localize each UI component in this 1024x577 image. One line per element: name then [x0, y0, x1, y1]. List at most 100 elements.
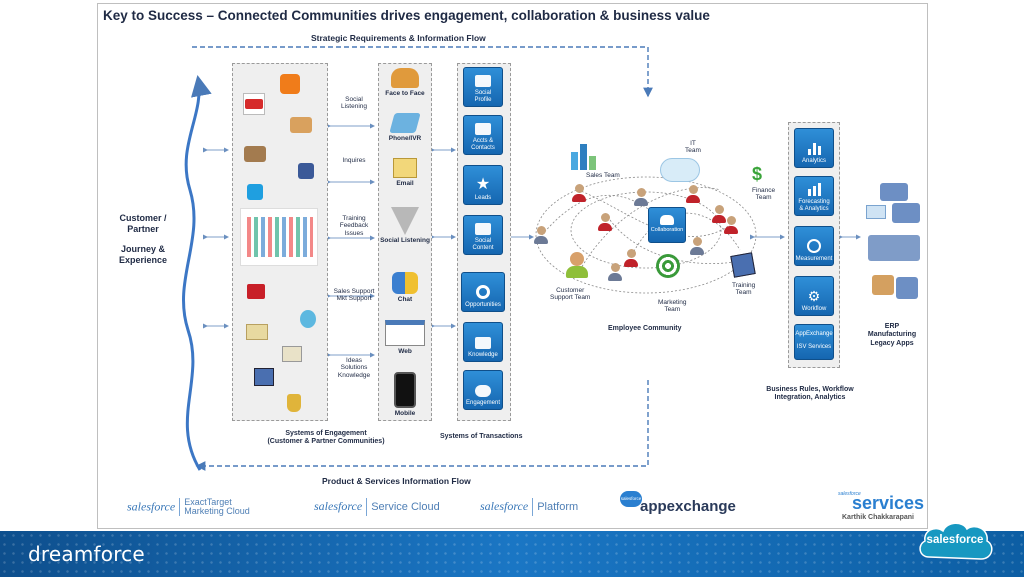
channel-label: Email: [396, 180, 414, 187]
sales-team-label: Sales Team: [586, 172, 620, 179]
browser-icon: [385, 320, 425, 346]
channels-panel: [378, 63, 432, 421]
strategic-flow-label: Strategic Requirements & Information Flo…: [311, 33, 486, 43]
tile-label: Collaboration: [650, 227, 684, 233]
interaction-label-line: Social: [345, 96, 363, 103]
employee-community-label: Employee Community: [608, 325, 682, 332]
channel-label: Mobile: [394, 410, 416, 417]
author-credit: Karthik Chakkarapani: [842, 514, 914, 521]
channel-label: Face to Face: [385, 90, 425, 97]
channel-web: Web: [380, 320, 430, 355]
interaction-label: Social Listening: [333, 96, 375, 111]
collaboration-tile[interactable]: Collaboration: [648, 207, 686, 243]
footer-pattern: [0, 531, 1024, 577]
erp-label-line: ERP: [884, 323, 900, 330]
engagement-label-line: (Customer & Partner Communities): [267, 438, 385, 446]
tile-label: Workflow: [801, 305, 827, 312]
email-icon: [393, 158, 417, 178]
logo-brand: salesforce: [127, 499, 176, 514]
team-label-line: Marketing: [658, 299, 687, 306]
channel-chat: Chat: [380, 272, 430, 303]
speech-bubble-icon: [475, 384, 491, 397]
interaction-label-line: Feedback: [339, 222, 369, 230]
person-node: [572, 184, 586, 202]
twitter-icon: [247, 184, 263, 200]
person-node: [634, 188, 648, 206]
team-label-line: IT: [690, 140, 696, 147]
tile-label: Contacts: [471, 144, 495, 151]
star-icon: ★: [475, 175, 491, 193]
support-agent-icon: [566, 252, 588, 278]
face-to-face-icon: [391, 68, 419, 88]
book-icon: [475, 336, 491, 349]
interaction-label-line: Knowledge: [337, 371, 371, 379]
tile-label: Profile: [474, 96, 492, 103]
tile-label: Forecasting: [798, 199, 830, 206]
logo-text: ExactTarget: [184, 497, 232, 507]
tile-label: Opportunities: [465, 301, 501, 308]
profile-icon: [475, 75, 491, 88]
person-node: [690, 237, 704, 255]
tile-label: Analytics: [801, 157, 826, 164]
cloud-shape: [919, 522, 993, 560]
dollar-icon: $: [752, 164, 763, 184]
tile-label: ISV Services: [796, 343, 832, 350]
calculator-icon: [254, 368, 274, 386]
tile-label: Social: [474, 238, 492, 245]
tile-opportunities[interactable]: Opportunities: [461, 272, 505, 312]
tile-forecasting[interactable]: Forecasting & Analytics: [794, 176, 834, 216]
interaction-label-line: Listening: [340, 103, 368, 111]
engagement-label-line: Systems of Engagement: [285, 430, 367, 437]
customer-journey-label: Customer / Partner Journey & Experience: [108, 213, 178, 266]
channel-phone: Phone/IVR: [380, 113, 430, 142]
interaction-label: Inquires: [333, 157, 375, 164]
customer-label-line: Partner: [127, 224, 159, 235]
tile-leads[interactable]: ★ Leads: [463, 165, 503, 205]
tile-appexchange[interactable]: AppExchange ISV Services: [794, 324, 834, 360]
funnel-icon: [391, 207, 419, 235]
customer-label-line: Journey &: [120, 243, 165, 254]
support-team-label: Customer Support Team: [550, 287, 590, 302]
channel-label: Social Listening: [380, 237, 430, 244]
gauge-icon: [807, 238, 821, 253]
community-people-graphic: [240, 208, 318, 266]
tile-label: & Analytics: [799, 205, 829, 212]
notebook-icon: [246, 324, 268, 340]
tile-accts-contacts[interactable]: Accts & Contacts: [463, 115, 503, 155]
business-label-line: Integration, Analytics: [774, 394, 846, 402]
channel-social-listening: Social Listening: [380, 207, 430, 244]
finance-team-label: Finance Team: [752, 187, 775, 202]
business-rules-label: Business Rules, Workflow Integration, An…: [752, 386, 868, 403]
team-label-line: Customer: [556, 287, 585, 294]
group-icon: [244, 146, 266, 162]
person-node: [598, 213, 612, 231]
erp-graphic: [866, 183, 924, 311]
logo-text: Service Cloud: [371, 500, 440, 513]
tile-social-profile[interactable]: Social Profile: [463, 67, 503, 107]
tile-analytics[interactable]: Analytics: [794, 128, 834, 168]
dreamforce-logo: dreamforce: [28, 542, 145, 566]
trophy-icon: [287, 394, 301, 412]
tile-social-content[interactable]: Social Content: [463, 215, 503, 255]
tile-engagement[interactable]: Engagement: [463, 370, 503, 410]
contacts-icon: [475, 123, 491, 136]
team-label-line: Finance: [752, 187, 776, 194]
analytics-icon: [806, 142, 822, 155]
tile-measurement[interactable]: Measurement: [794, 226, 834, 266]
rss-icon: [280, 74, 300, 94]
interaction-label-line: Solutions: [340, 364, 368, 372]
tile-label: Content: [472, 244, 494, 251]
chat-icon: [392, 272, 418, 294]
youtube-icon: [243, 93, 265, 115]
channel-mobile: Mobile: [380, 372, 430, 417]
person-node: [608, 263, 622, 281]
cloud-badge-icon: salesforce: [620, 491, 642, 507]
interaction-label-line: Issues: [344, 229, 364, 237]
logo-text: services: [852, 493, 925, 513]
tile-workflow[interactable]: ⚙ Workflow: [794, 276, 834, 316]
interaction-label: Ideas Solutions Knowledge: [333, 357, 375, 379]
bar-chart-3d-icon: [569, 140, 603, 170]
tile-label: Leads: [474, 194, 492, 201]
tile-knowledge[interactable]: Knowledge: [463, 322, 503, 362]
